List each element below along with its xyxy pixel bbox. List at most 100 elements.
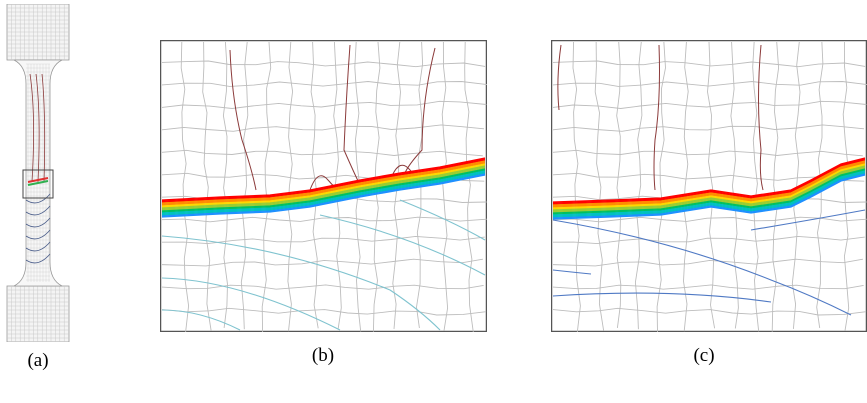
mesh-line: [552, 124, 865, 132]
shear-band-line: [552, 167, 866, 213]
mesh-line: [240, 41, 249, 330]
shear-band-line: [552, 163, 866, 209]
panel-frame: [160, 40, 487, 332]
shear-band-line: [552, 166, 866, 212]
lower-contour-line: [399, 199, 486, 241]
mesh-line: [161, 284, 484, 290]
shear-band-line: [161, 166, 486, 210]
mesh-line: [202, 41, 212, 331]
zoom-region-box: [22, 169, 54, 199]
shear-band-line: [552, 168, 866, 214]
lower-contour-line: [161, 309, 241, 331]
shear-band-line: [161, 163, 486, 207]
shear-band-line: [161, 172, 486, 216]
mesh-line: [552, 149, 863, 157]
shear-band-line: [161, 165, 486, 209]
shear-band-line: [552, 160, 866, 206]
shear-band: [161, 157, 486, 218]
panel-a-specimen-mesh: [6, 4, 70, 342]
mesh-line: [161, 258, 483, 267]
shear-band-line: [552, 161, 866, 207]
mesh-line: [752, 41, 760, 332]
mesh-line: [161, 307, 487, 316]
shear-band-line: [552, 157, 866, 203]
shear-band-line: [552, 169, 866, 215]
lower-contour-line: [319, 214, 486, 276]
upper-contour-line: [758, 44, 764, 191]
shear-band-line: [552, 159, 866, 205]
lower-contour-line: [750, 209, 866, 231]
shear-band-line: [552, 170, 866, 216]
shear-band-line: [161, 164, 486, 208]
shear-band-line: [552, 165, 866, 211]
lower-contour-line: [25, 205, 51, 216]
shear-band-green: [27, 180, 49, 186]
shear-band-line: [552, 172, 866, 218]
upper-contour-line: [29, 73, 34, 183]
mesh-line: [261, 41, 272, 332]
lower-contour-line: [25, 253, 51, 264]
mesh-line: [771, 41, 780, 332]
panel-c: [551, 40, 867, 332]
upper-contour-line: [343, 44, 361, 186]
shear-band-line: [161, 161, 486, 205]
shear-band-line: [161, 162, 486, 206]
shear-band-line: [552, 164, 866, 210]
mesh-line: [552, 235, 865, 245]
shear-band-line: [161, 168, 486, 212]
mesh-line: [552, 60, 866, 68]
lower-contour-line: [25, 229, 51, 240]
mesh-line: [552, 284, 864, 290]
panel-b: [160, 40, 487, 332]
lower-contour-line: [552, 269, 592, 275]
shear-band-line: [552, 162, 866, 208]
mesh-line: [572, 41, 581, 332]
mesh-line: [552, 100, 867, 109]
shear-band-line: [161, 157, 486, 201]
shear-band-line: [161, 167, 486, 211]
lower-contour-line: [552, 219, 852, 316]
mesh-line: [552, 258, 863, 267]
mesh-line: [161, 100, 487, 109]
upper-contour-line: [557, 44, 562, 111]
shear-band-line: [161, 159, 486, 203]
upper-contour-line: [41, 73, 46, 183]
mesh-line: [594, 41, 605, 331]
mesh-line: [730, 41, 739, 329]
shear-band-line: [161, 170, 486, 214]
shear-band: [552, 157, 866, 220]
lower-contour-line: [161, 277, 341, 331]
upper-contours: [229, 44, 436, 193]
lower-contours: [552, 209, 866, 316]
lower-contour-line: [25, 217, 51, 228]
mesh-line: [552, 172, 865, 182]
mesh-line: [161, 81, 487, 87]
shear-band-line: [552, 158, 866, 204]
lower-contours: [161, 199, 486, 331]
mesh-line: [552, 307, 867, 316]
mesh-line: [616, 41, 622, 328]
mesh-grid: [552, 41, 867, 332]
shear-band-line: [161, 174, 486, 218]
panel-b-zoomed-mesh: [160, 40, 487, 332]
mesh-line: [161, 60, 486, 68]
mesh-line: [287, 41, 294, 332]
shear-band-red: [27, 177, 49, 183]
mesh-line: [656, 41, 666, 332]
mesh-line: [161, 216, 487, 223]
mesh-line: [707, 41, 716, 329]
mesh-line: [683, 41, 689, 332]
upper-contour-line: [403, 47, 436, 176]
panel-a: [6, 4, 70, 342]
mesh-line: [842, 41, 850, 331]
upper-contours: [557, 44, 764, 191]
panel-c-caption: (c): [693, 345, 715, 366]
mesh-line: [552, 81, 867, 87]
specimen-mesh-group: [6, 4, 70, 342]
lower-contour-line: [25, 241, 51, 252]
shear-band-line: [552, 173, 866, 219]
shear-band-line: [161, 169, 486, 213]
shear-band-line: [552, 174, 866, 220]
shear-band-line: [161, 158, 486, 202]
lower-contour-line: [25, 193, 51, 204]
